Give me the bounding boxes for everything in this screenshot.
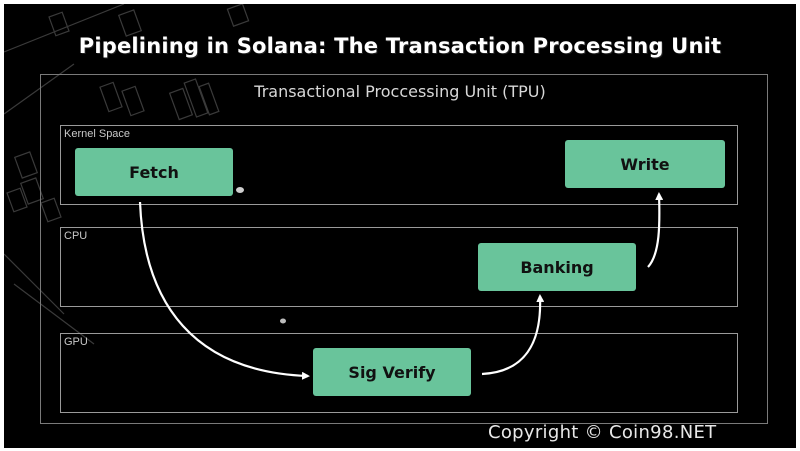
tpu-container (40, 74, 768, 424)
diagram-title: Pipelining in Solana: The Transaction Pr… (78, 34, 722, 58)
copyright-text: Copyright © Coin98.NET (488, 422, 717, 443)
lane-cpu: CPU (60, 227, 738, 307)
lane-gpu: GPU (60, 333, 738, 413)
stage-fetch: Fetch (75, 148, 233, 196)
lane-kernel-space: Kernel Space (60, 125, 738, 205)
diagram-canvas: Pipelining in Solana: The Transaction Pr… (4, 4, 796, 448)
lane-cpu-label: CPU (64, 230, 88, 242)
stage-sig-verify: Sig Verify (313, 348, 471, 396)
lane-gpu-label: GPU (64, 336, 88, 348)
tpu-label: Transactional Proccessing Unit (TPU) (254, 82, 546, 101)
lane-kernel-space-label: Kernel Space (64, 128, 131, 140)
stage-banking: Banking (478, 243, 636, 291)
stage-write: Write (565, 140, 725, 188)
